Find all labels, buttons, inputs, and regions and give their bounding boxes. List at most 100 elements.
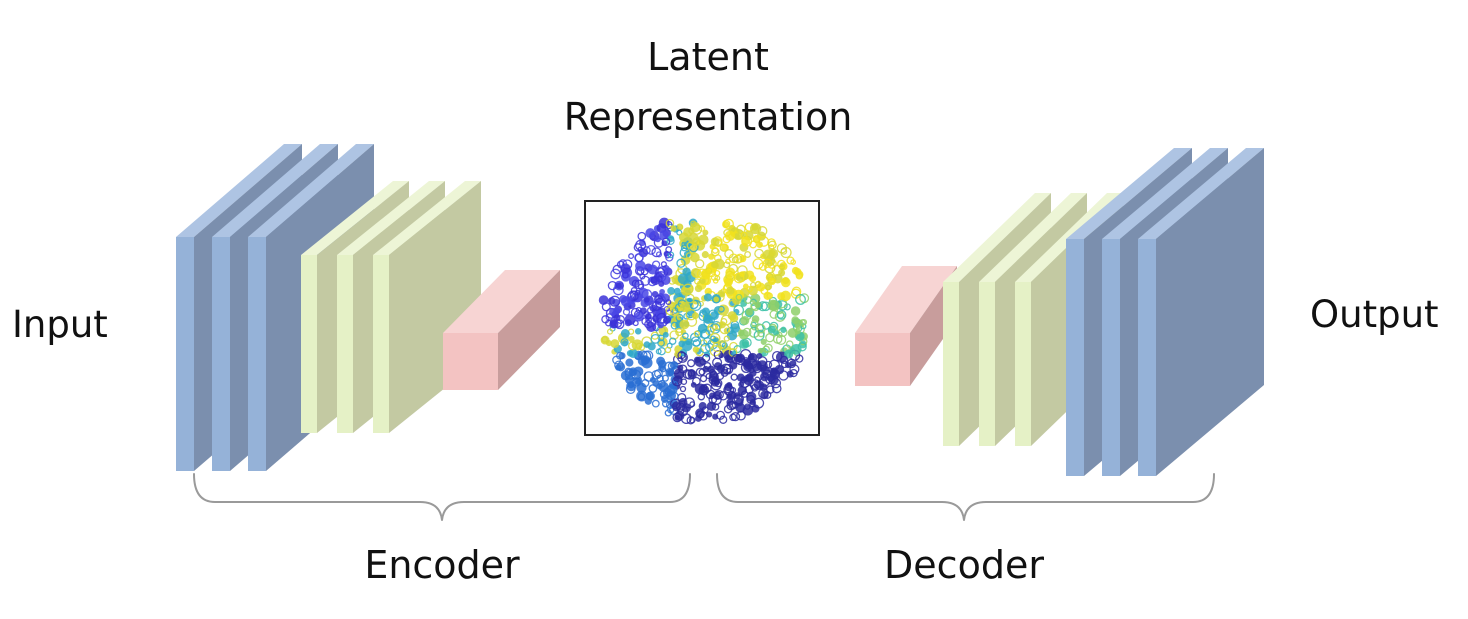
scatter-point bbox=[636, 261, 645, 270]
decoder-label: Decoder bbox=[884, 543, 1044, 587]
scatter-point bbox=[770, 301, 779, 310]
scatter-point bbox=[616, 365, 621, 370]
scatter-point bbox=[712, 262, 718, 268]
scatter-point bbox=[720, 292, 725, 297]
scatter-point bbox=[726, 231, 735, 240]
scatter-point bbox=[693, 347, 698, 352]
encoder-green-layer-3-front bbox=[373, 255, 389, 433]
scatter-point bbox=[769, 375, 778, 384]
scatter-point bbox=[696, 286, 702, 292]
scatter-point bbox=[702, 308, 709, 315]
decoder-pink-bottleneck-front bbox=[855, 333, 910, 386]
scatter-point bbox=[758, 349, 762, 353]
scatter-point bbox=[778, 293, 785, 300]
scatter-point bbox=[751, 224, 761, 234]
encoder-blue-layer-3-front bbox=[248, 237, 266, 471]
scatter-point bbox=[757, 354, 762, 359]
decoder-layers bbox=[855, 148, 1264, 476]
scatter-point bbox=[610, 309, 617, 316]
scatter-point bbox=[651, 277, 659, 285]
scatter-point bbox=[638, 356, 647, 365]
scatter-point bbox=[743, 342, 748, 347]
scatter-point bbox=[664, 333, 669, 338]
scatter-point bbox=[755, 302, 760, 307]
encoder-label: Encoder bbox=[364, 543, 520, 587]
decoder-green-layer-1-front bbox=[943, 282, 959, 446]
decoder-brace bbox=[717, 474, 1214, 520]
scatter-point bbox=[655, 236, 660, 241]
encoder-green-layer-1-front bbox=[301, 255, 317, 433]
scatter-point bbox=[747, 309, 753, 315]
scatter-point bbox=[770, 368, 777, 375]
decoder-green-layer-2-front bbox=[979, 282, 995, 446]
input-label: Input bbox=[12, 303, 108, 346]
scatter-point bbox=[779, 270, 785, 276]
encoder-green-layer-2-front bbox=[337, 255, 353, 433]
scatter-point bbox=[648, 343, 655, 350]
encoder-brace bbox=[194, 474, 690, 520]
scatter-point bbox=[623, 341, 627, 345]
scatter-point bbox=[629, 337, 634, 342]
scatter-point bbox=[611, 320, 617, 326]
scatter-point bbox=[769, 326, 776, 333]
scatter-point bbox=[735, 234, 740, 239]
scatter-point bbox=[725, 278, 733, 286]
scatter-point bbox=[782, 278, 790, 286]
scatter-point bbox=[691, 223, 700, 232]
scatter-point bbox=[757, 283, 765, 291]
scatter-point bbox=[739, 330, 748, 339]
scatter-point bbox=[750, 400, 755, 405]
scatter-point bbox=[671, 226, 676, 231]
scatter-point bbox=[647, 392, 655, 400]
scatter-point bbox=[622, 330, 630, 338]
scatter-point bbox=[617, 283, 623, 289]
encoder-pink-bottleneck-front bbox=[443, 333, 498, 390]
decoder-pink-bottleneck bbox=[855, 266, 957, 386]
scatter-point bbox=[691, 253, 699, 261]
decoder-blue-layer-3-front bbox=[1138, 239, 1156, 476]
scatter-point bbox=[629, 350, 637, 358]
scatter-point bbox=[761, 340, 766, 345]
scatter-point bbox=[696, 409, 705, 418]
scatter-point bbox=[702, 271, 710, 279]
encoder-blue-layer-1-front bbox=[176, 237, 194, 471]
scatter-point bbox=[609, 298, 615, 304]
scatter-point bbox=[703, 230, 708, 235]
encoder-layers bbox=[176, 144, 560, 471]
scatter-point bbox=[678, 225, 683, 230]
scatter-point bbox=[660, 290, 664, 294]
scatter-point bbox=[611, 340, 619, 348]
scatter-point bbox=[680, 233, 689, 242]
scatter-point bbox=[668, 288, 674, 294]
scatter-point bbox=[728, 312, 736, 320]
latent-representation bbox=[585, 201, 819, 435]
scatter-point bbox=[657, 357, 665, 365]
latent-title-line1: Latent bbox=[647, 35, 769, 79]
scatter-point bbox=[680, 320, 689, 329]
scatter-point bbox=[645, 298, 649, 302]
scatter-point bbox=[702, 252, 708, 258]
scatter-point bbox=[726, 268, 735, 277]
scatter-point bbox=[714, 297, 718, 301]
scatter-point bbox=[705, 294, 712, 301]
scatter-point bbox=[601, 336, 609, 344]
scatter-point bbox=[622, 297, 631, 306]
scatter-point bbox=[795, 329, 800, 334]
scatter-point bbox=[711, 378, 719, 386]
scatter-point bbox=[792, 317, 798, 323]
scatter-point bbox=[711, 238, 719, 246]
scatter-point bbox=[637, 383, 646, 392]
scatter-point bbox=[792, 345, 801, 354]
scatter-point bbox=[622, 371, 631, 380]
scatter-point bbox=[792, 307, 800, 315]
scatter-point bbox=[781, 327, 786, 332]
decoder-blue-layer-2-front bbox=[1102, 239, 1120, 476]
scatter-point bbox=[693, 313, 699, 319]
scatter-point bbox=[695, 384, 705, 394]
scatter-point bbox=[736, 404, 745, 413]
scatter-point bbox=[769, 278, 775, 284]
latent-title-line2: Representation bbox=[564, 95, 853, 139]
output-label: Output bbox=[1310, 293, 1439, 336]
scatter-point bbox=[769, 249, 777, 257]
